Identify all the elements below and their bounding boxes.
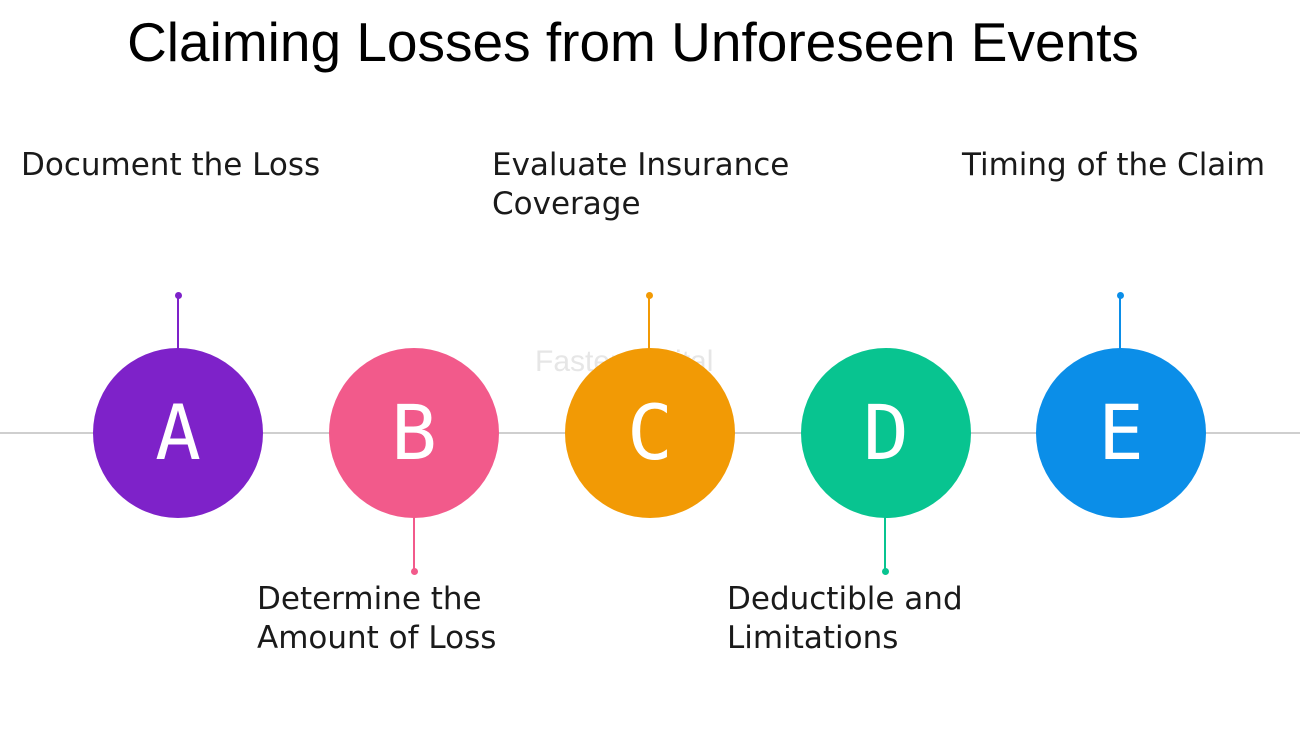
page-title: Claiming Losses from Unforeseen Events bbox=[127, 11, 1139, 73]
step-a-letter: A bbox=[155, 388, 201, 477]
step-a-label: Document the Loss bbox=[21, 146, 341, 185]
step-c-stem bbox=[648, 295, 650, 350]
step-a-circle: A bbox=[93, 348, 263, 518]
step-b-stem bbox=[413, 516, 415, 572]
step-e-circle: E bbox=[1036, 348, 1206, 518]
step-d-label-line-1: Deductible and bbox=[727, 581, 963, 617]
step-d-label: Deductible and Limitations bbox=[727, 580, 1047, 658]
step-c-circle: C bbox=[565, 348, 735, 518]
step-c-letter: C bbox=[627, 388, 673, 477]
step-b-label-line-1: Determine the bbox=[257, 581, 482, 617]
step-a-stem bbox=[177, 295, 179, 350]
step-b-label: Determine the Amount of Loss bbox=[257, 580, 577, 658]
step-e-stem bbox=[1119, 295, 1121, 350]
step-d-stem bbox=[884, 516, 886, 572]
step-d-label-line-2: Limitations bbox=[727, 620, 899, 656]
step-b-circle: B bbox=[329, 348, 499, 518]
step-c-label: Evaluate Insurance Coverage bbox=[492, 146, 812, 224]
step-e-label: Timing of the Claim bbox=[962, 146, 1282, 185]
step-d-circle: D bbox=[801, 348, 971, 518]
step-e-label-line-1: Timing of the Claim bbox=[962, 147, 1266, 183]
step-a-label-line-1: Document the Loss bbox=[21, 147, 321, 183]
step-d-dot bbox=[882, 568, 889, 575]
step-d-letter: D bbox=[863, 388, 909, 477]
step-c-label-line-1: Evaluate Insurance bbox=[492, 147, 790, 183]
step-b-label-line-2: Amount of Loss bbox=[257, 620, 497, 656]
step-c-label-line-2: Coverage bbox=[492, 186, 641, 222]
step-b-letter: B bbox=[391, 388, 437, 477]
step-e-letter: E bbox=[1098, 388, 1144, 477]
step-b-dot bbox=[411, 568, 418, 575]
